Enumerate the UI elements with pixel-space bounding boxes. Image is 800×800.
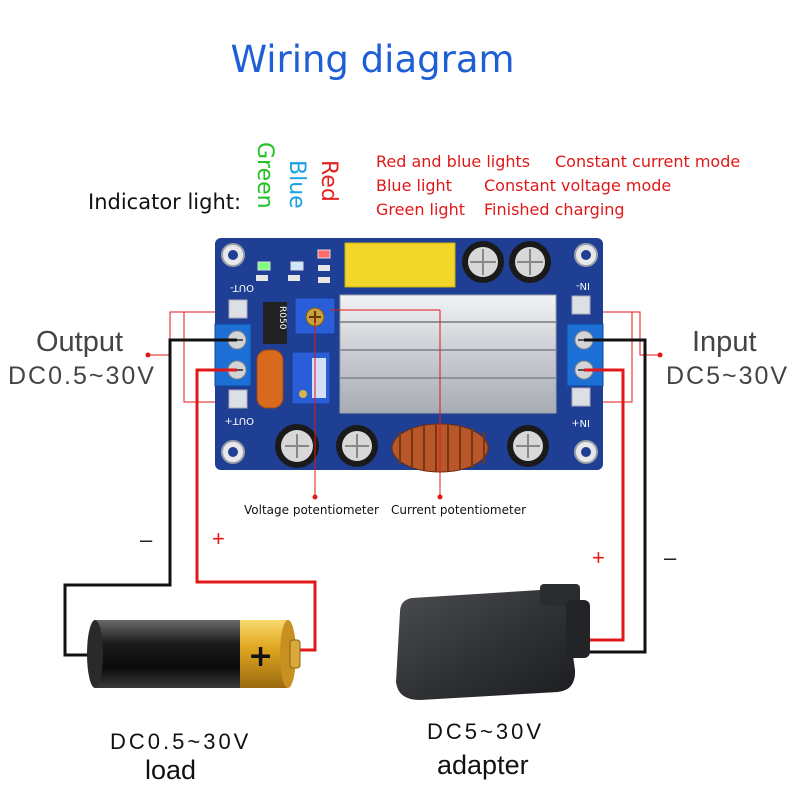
led-red: [317, 249, 331, 259]
diagram-title: Wiring diagram: [230, 38, 515, 81]
legend-light-blue: Blue light: [376, 176, 452, 195]
shunt-resistor: [263, 302, 287, 344]
power-adapter: [396, 584, 590, 700]
load-range: DC0.5~30V: [110, 729, 252, 754]
silk-in-neg: IN-: [576, 280, 590, 291]
annotation-lines: [148, 309, 660, 497]
indicator-red-label: Red: [316, 160, 341, 202]
battery-plus-sign: +: [248, 639, 273, 674]
electrolytic-caps-bottom: [275, 424, 549, 468]
output-title: Output: [36, 326, 124, 358]
legend-light-green: Green light: [376, 200, 465, 219]
battery-body: [95, 620, 245, 688]
legend-light-red-blue: Red and blue lights: [376, 152, 531, 171]
input-bracket-top: [603, 311, 660, 356]
silk-in-pos: IN+: [571, 417, 590, 428]
legend-mode-constant-voltage: Constant voltage mode: [484, 176, 672, 195]
indicator-blue-label: Blue: [284, 160, 309, 209]
input-title: Input: [692, 326, 757, 358]
pcb-board: OUT- OUT+ IN- IN+ R050: [214, 238, 604, 473]
input-positive-sign: +: [592, 545, 605, 570]
voltage-potentiometer-label: Voltage potentiometer: [244, 503, 379, 517]
yellow-capacitor: [344, 242, 456, 288]
resistor-label: R050: [277, 306, 287, 330]
input-range: DC5~30V: [666, 362, 790, 390]
heatsink: [339, 294, 557, 414]
output-bracket-top: [148, 311, 215, 356]
led-green: [257, 261, 271, 271]
adapter-cable-boot: [566, 600, 590, 658]
output-positive-sign: +: [212, 526, 225, 551]
input-negative-sign: –: [664, 545, 677, 570]
adapter-body: [396, 590, 576, 700]
electrolytic-caps-top: [462, 241, 551, 283]
wire-output-positive: [195, 368, 317, 652]
wire-input-positive: [584, 368, 625, 642]
output-negative-sign: –: [140, 527, 153, 552]
small-smd: [256, 265, 330, 283]
adapter-name: adapter: [437, 750, 529, 780]
silk-out-pos: OUT+: [224, 415, 254, 426]
silk-out-neg: OUT-: [230, 282, 254, 293]
legend-mode-finished-charging: Finished charging: [484, 200, 625, 219]
current-pot-leader: [330, 309, 441, 497]
orange-capacitor: [256, 349, 284, 409]
led-blue: [290, 261, 304, 271]
legend-mode-constant-current: Constant current mode: [555, 152, 741, 171]
load-name: load: [145, 755, 197, 785]
current-potentiometer-label: Current potentiometer: [391, 503, 527, 517]
wires: [63, 338, 647, 657]
output-range: DC0.5~30V: [8, 362, 156, 390]
wire-output-negative: [63, 338, 237, 657]
indicator-green-label: Green: [252, 142, 277, 209]
adapter-range: DC5~30V: [427, 719, 545, 744]
wire-input-negative: [576, 338, 647, 654]
battery-load: +: [87, 620, 301, 688]
indicator-light-label: Indicator light:: [88, 190, 242, 214]
